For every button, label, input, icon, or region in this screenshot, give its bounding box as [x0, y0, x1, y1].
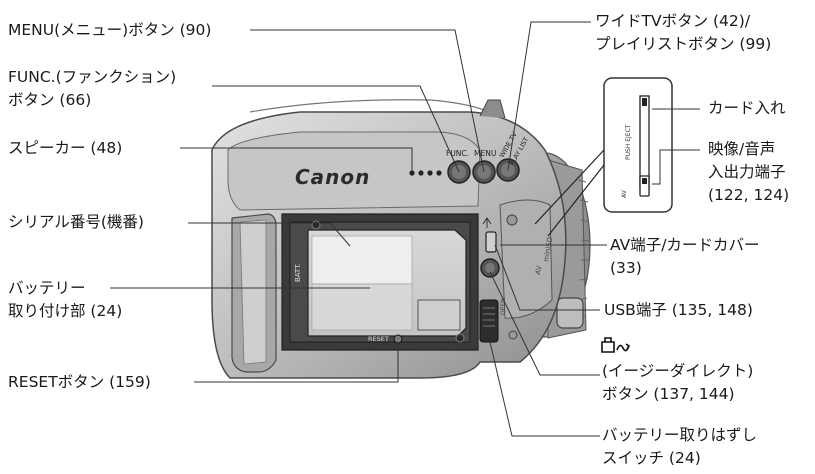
- batt-imprint: BATT.: [294, 263, 302, 282]
- func-imprint: FUNC.: [446, 149, 469, 158]
- speaker-label: スピーカー (48): [8, 137, 122, 160]
- speaker-label-text: スピーカー (48): [8, 139, 123, 157]
- av-card-cover-label: AV端子/カードカバー (33): [610, 234, 759, 280]
- inset-pointer-line: [534, 149, 605, 225]
- av-inset-imprint: AV: [621, 189, 628, 198]
- reset-imprint: RESET: [368, 335, 389, 343]
- wide-label-line2: プレイリストボタン (99): [595, 35, 772, 53]
- usb-icon: [482, 217, 492, 228]
- direct-print-button[interactable]: [480, 258, 500, 278]
- brand-logo: Canon: [295, 165, 370, 189]
- av-card-cover: [499, 199, 553, 319]
- av-imprint: AV: [534, 265, 544, 276]
- func-label-line1: FUNC.(ファンクション): [8, 68, 177, 86]
- wide-label-line1: ワイドTVボタン (42)/: [595, 12, 751, 30]
- battery-mount-label: バッテリー 取り付け部 (24): [8, 277, 122, 323]
- card-slot-inset: PUSH EJECT AV: [603, 77, 673, 213]
- screw: [506, 214, 518, 226]
- func-button-label: FUNC.(ファンクション) ボタン (66): [8, 66, 176, 112]
- serial-label-text: シリアル番号(機番): [8, 213, 144, 231]
- direct-print-icon: [601, 337, 631, 353]
- release-label-line1: バッテリー取りはずし: [602, 426, 758, 444]
- usb-label-text: USB端子 (135, 148): [604, 301, 753, 319]
- screw: [508, 330, 518, 340]
- push-eject-imprint: PUSH EJECT: [625, 124, 632, 160]
- menu-label-text: MENU(メニュー)ボタン (90): [8, 21, 212, 39]
- usb-terminal-label: USB端子 (135, 148): [604, 299, 753, 322]
- usb-port[interactable]: [485, 231, 497, 253]
- battery-release-label: バッテリー取りはずし スイッチ (24): [602, 424, 757, 470]
- av-cover-label-line2: (33): [610, 259, 642, 277]
- wide-tv-button-label: ワイドTVボタン (42)/ プレイリストボタン (99): [595, 10, 771, 56]
- battery-release-switch[interactable]: [479, 299, 499, 343]
- battery-label-line2: 取り付け部 (24): [8, 302, 123, 320]
- av-label-line3: (122, 124): [708, 186, 790, 204]
- leader-lines: [110, 21, 700, 437]
- serial-number-label: シリアル番号(機番): [8, 211, 144, 234]
- av-terminal-label: 映像/音声 入出力端子 (122, 124): [708, 138, 789, 207]
- menu-button-label: MENU(メニュー)ボタン (90): [8, 19, 211, 42]
- speaker-grille: [409, 170, 442, 176]
- open-imprint: OPEN: [500, 298, 507, 315]
- serial-label: [311, 235, 413, 285]
- release-label-line2: スイッチ (24): [602, 449, 701, 467]
- card-slot: [639, 95, 650, 189]
- card-label-text: カード入れ: [708, 99, 786, 117]
- av-label-line2: 入出力端子: [708, 163, 786, 181]
- av-cover-label-line1: AV端子/カードカバー: [610, 236, 760, 254]
- inset-pointer-line: [547, 164, 605, 237]
- direct-label-line2: ボタン (137, 144): [602, 385, 735, 403]
- reset-label-text: RESETボタン (159): [8, 373, 151, 391]
- av-label-line1: 映像/音声: [708, 140, 776, 158]
- card-slot-label: カード入れ: [708, 97, 786, 120]
- direct-print-label: (イージーダイレクト) ボタン (137, 144): [602, 360, 753, 406]
- func-label-line2: ボタン (66): [8, 91, 92, 109]
- direct-label-line1: (イージーダイレクト): [602, 362, 754, 380]
- battery-label-line1: バッテリー: [8, 279, 86, 297]
- menu-imprint: MENU: [474, 149, 496, 158]
- reset-button-label: RESETボタン (159): [8, 371, 151, 394]
- strap-loop: [556, 297, 584, 329]
- reset-button[interactable]: [393, 334, 403, 344]
